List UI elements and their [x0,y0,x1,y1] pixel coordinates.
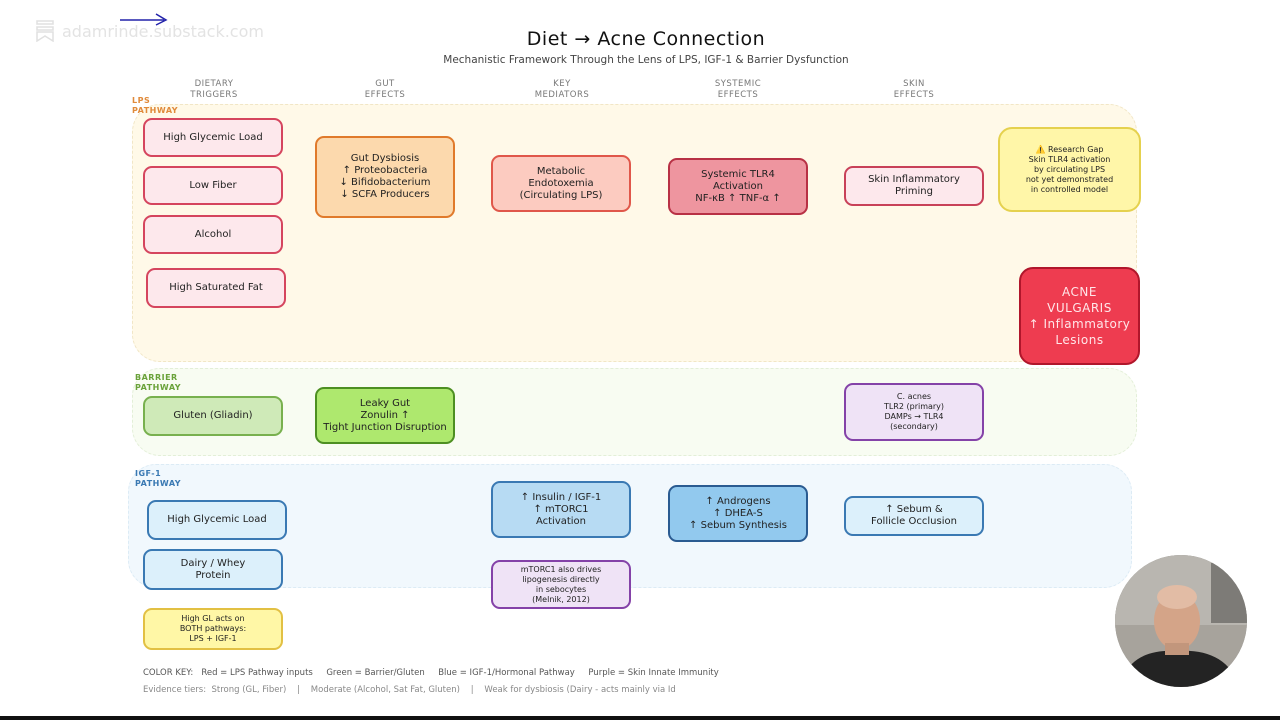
column-heading-dietary-triggers: DIETARY TRIGGERS [190,79,238,100]
column-heading-systemic-effects: SYSTEMIC EFFECTS [714,79,762,100]
column-heading-gut-effects: GUT EFFECTS [364,79,406,100]
insulin-igf1-mtorc1-node: ↑ Insulin / IGF-1 ↑ mTORC1 Activation [491,481,631,538]
lps-pathway-label: LPS PATHWAY [132,96,179,115]
presenter-avatar-icon [1115,555,1247,687]
high-saturated-fat-node: High Saturated Fat [146,268,286,308]
mtorc1-lipogenesis-note: mTORC1 also drives lipogenesis directly … [491,560,631,609]
lps-pathway-lane [132,104,1137,362]
systemic-tlr4-activation-node: Systemic TLR4 Activation NF-κB ↑ TNF-α ↑ [668,158,808,215]
watermark-text: adamrinde.substack.com [62,21,264,41]
substack-icon [36,20,54,42]
sebum-follicle-occlusion-node: ↑ Sebum & Follicle Occlusion [844,496,984,536]
dairy-whey-protein-node: Dairy / Whey Protein [143,549,283,590]
bottom-border [0,716,1280,720]
watermark: adamrinde.substack.com [36,18,264,44]
igf-pathway-label: IGF-1 PATHWAY [135,469,182,488]
research-gap-note: ⚠️ Research Gap Skin TLR4 activation by … [998,127,1141,212]
gut-dysbiosis-node: Gut Dysbiosis ↑ Proteobacteria ↓ Bifidob… [315,136,455,218]
gluten-gliadin-node: Gluten (Gliadin) [143,396,283,436]
low-fiber-node: Low Fiber [143,166,283,205]
lps-high-glycemic-load-node: High Glycemic Load [143,118,283,157]
leaky-gut-node: Leaky Gut Zonulin ↑ Tight Junction Disru… [315,387,455,444]
evidence-tiers-legend: Evidence tiers: Strong (GL, Fiber) | Mod… [143,685,676,695]
metabolic-endotoxemia-node: Metabolic Endotoxemia (Circulating LPS) [491,155,631,212]
skin-inflammatory-priming-node: Skin Inflammatory Priming [844,166,984,206]
presenter-webcam [1115,555,1247,687]
color-key-legend: COLOR KEY: Red = LPS Pathway inputs Gree… [143,668,719,678]
androgens-dhea-s-node: ↑ Androgens ↑ DHEA-S ↑ Sebum Synthesis [668,485,808,542]
high-gl-both-pathways-note: High GL acts on BOTH pathways: LPS + IGF… [143,608,283,650]
barrier-pathway-label: BARRIER PATHWAY [135,373,182,392]
alcohol-node: Alcohol [143,215,283,254]
column-heading-key-mediators: KEY MEDIATORS [534,79,590,100]
diagram-title: Diet → Acne Connection [526,28,766,50]
diagram-subtitle: Mechanistic Framework Through the Lens o… [443,54,849,66]
column-heading-skin-effects: SKIN EFFECTS [893,79,935,100]
acne-vulgaris-node: ACNE VULGARIS ↑ Inflammatory Lesions [1019,267,1140,365]
pointer-arrow-icon [120,13,168,26]
igf-high-glycemic-load-node: High Glycemic Load [147,500,287,540]
c-acnes-node: C. acnes TLR2 (primary) DAMPs → TLR4 (se… [844,383,984,441]
